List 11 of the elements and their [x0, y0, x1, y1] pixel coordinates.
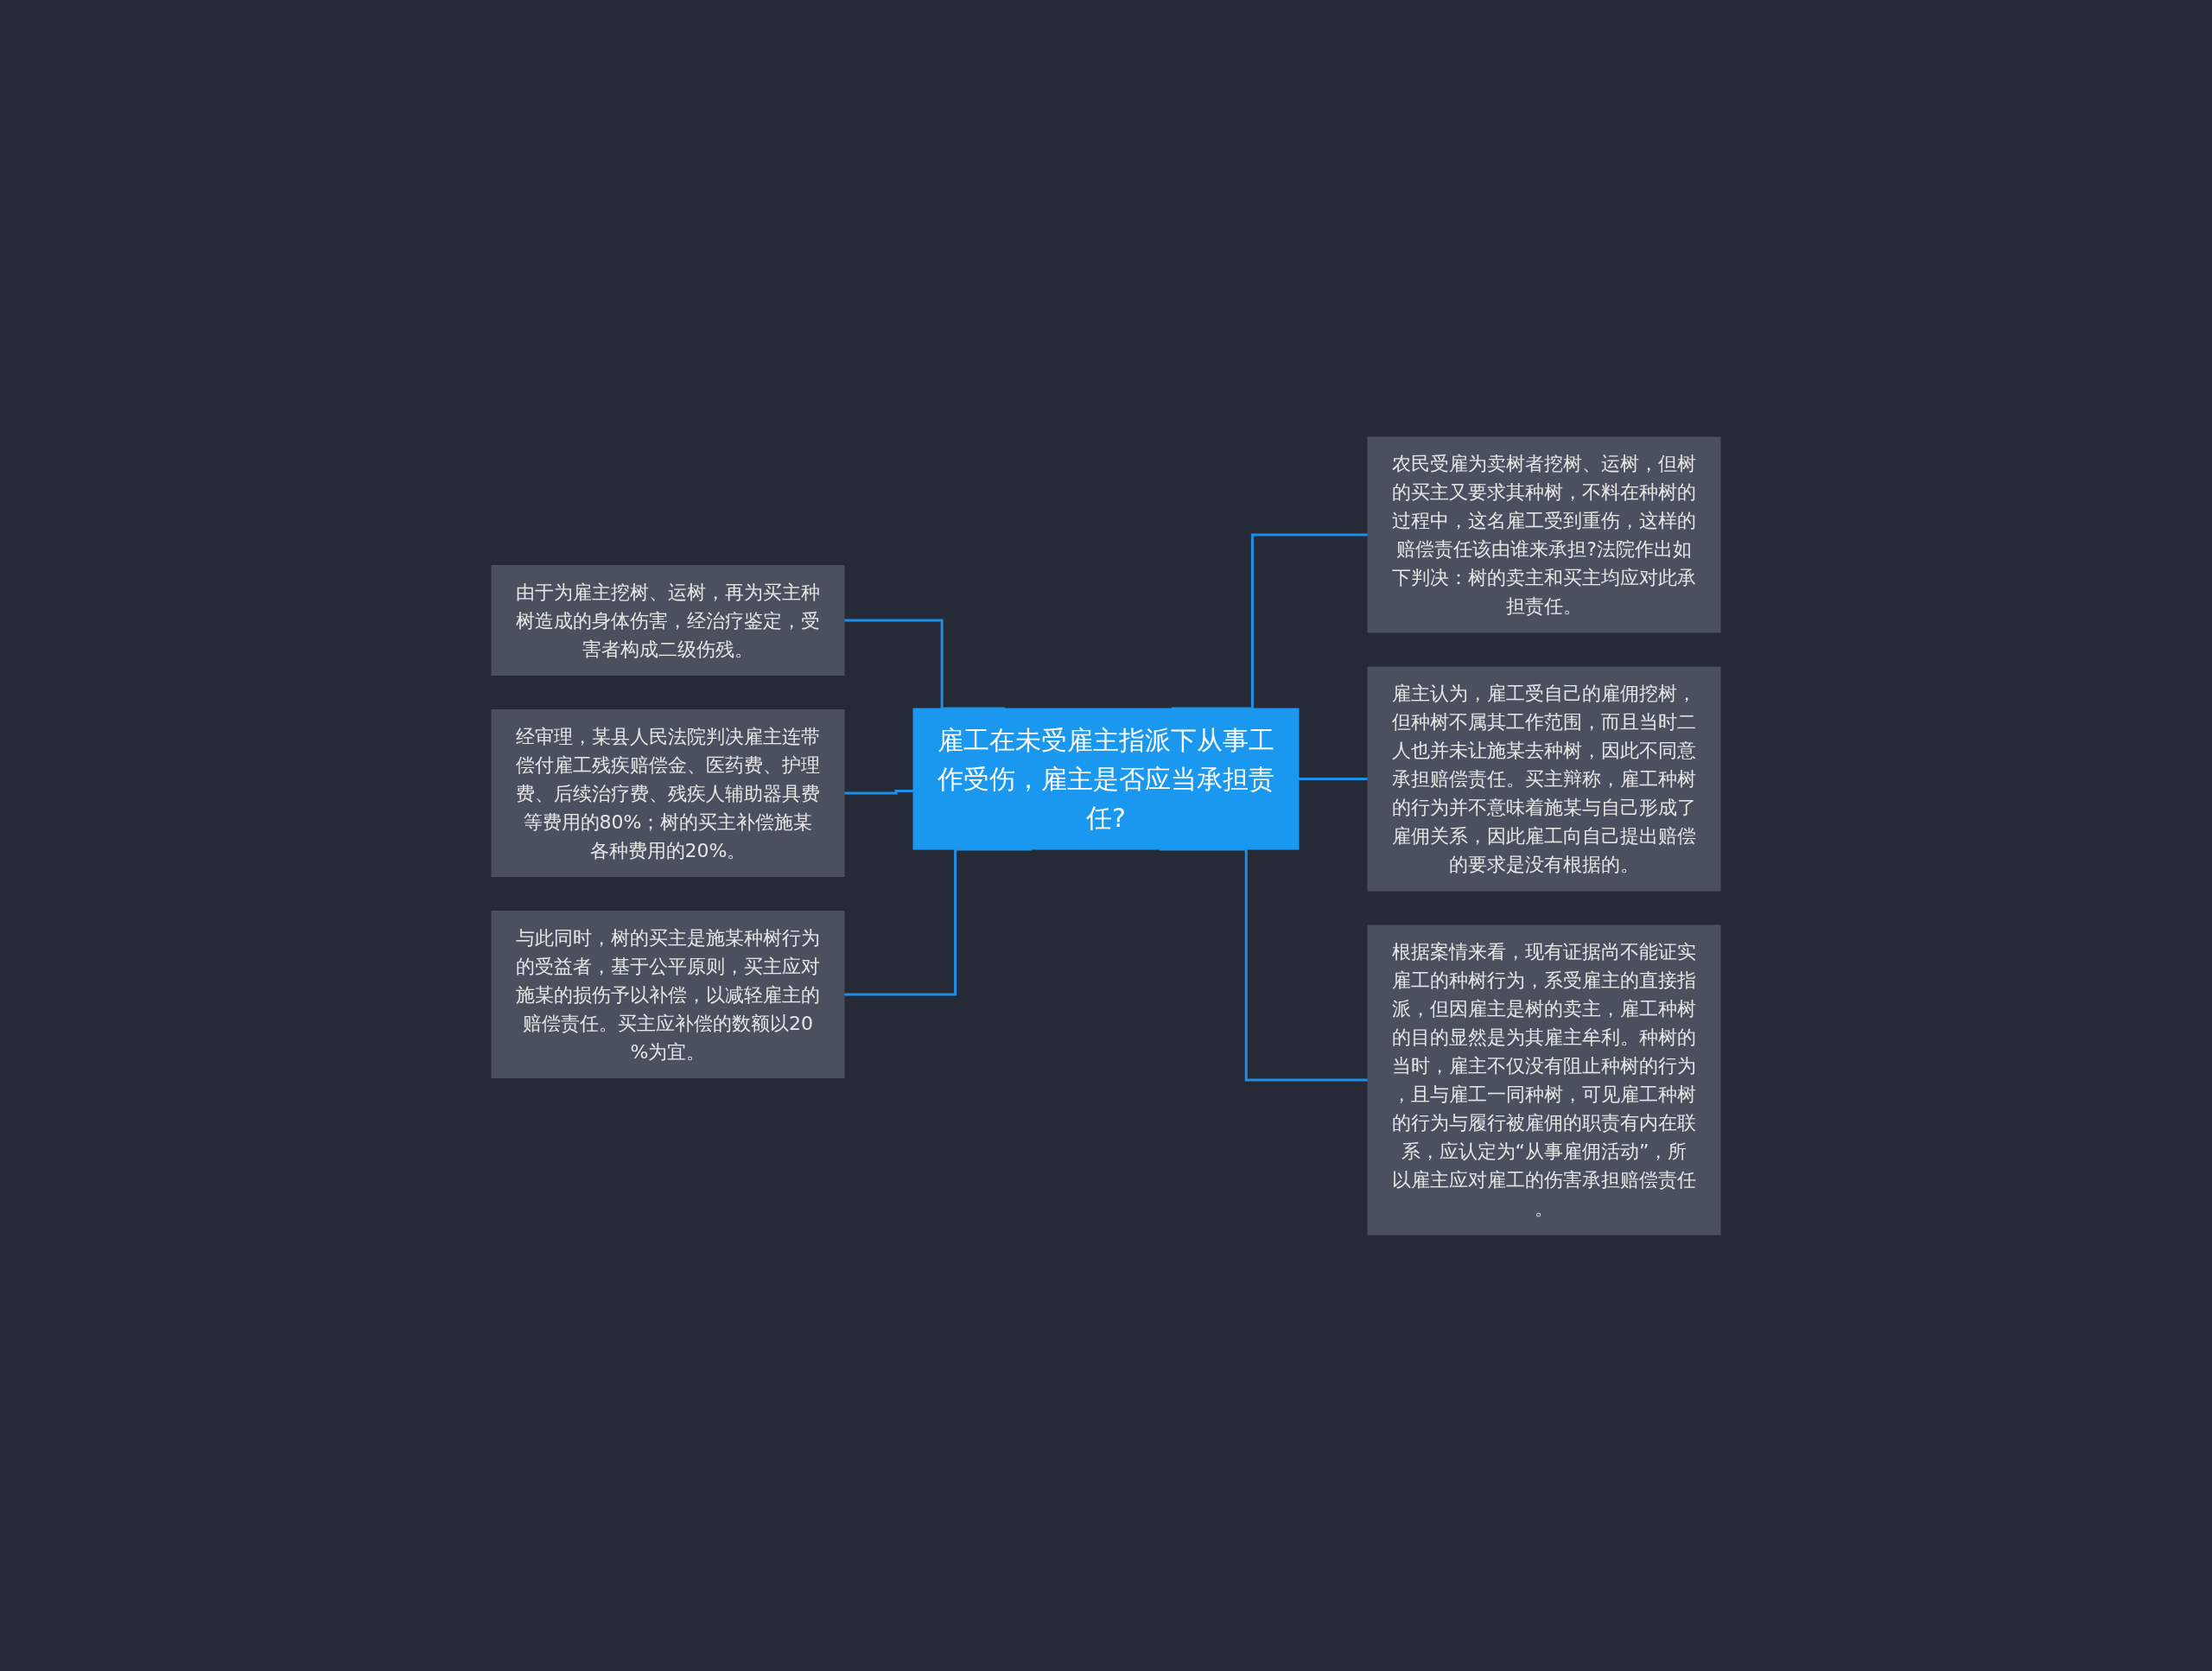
node-box: 经审理，某县人民法院判决雇主连带偿付雇工残疾赔偿金、医药费、护理费、后续治疗费、残疾人辅助器具费等费用的80%；树的买主补偿施某各种费用的20%。 [491, 708, 845, 877]
node-box: 雇主认为，雇工受自己的雇佣挖树，但种树不属其工作范围，而且当时二人也并未让施某去种树，因此不同意承担赔偿责任。买主辩称，雇工种树的行为并不意味着施某与自己形成了雇佣关系，因此雇工向自己提出赔偿的要求是没有根据的。 [1367, 666, 1721, 891]
node-box: 根据案情来看，现有证据尚不能证实雇工的种树行为，系受雇主的直接指派，但因雇主是树的卖主，雇工种树的目的显然是为其雇主牟利。种树的当时，雇主不仅没有阻止种树的行为，且与雇工一同种树，可见雇工种树的行为与履行被雇佣的职责有内在联系，应认定为“从事雇佣活动”，所以雇主应对雇工的伤害承担赔偿责任。 [1367, 924, 1721, 1235]
node-box: 农民受雇为卖树者挖树、运树，但树的买主又要求其种树，不料在种树的过程中，这名雇工受到重伤，这样的赔偿责任该由谁来承担?法院作出如下判决：树的卖主和买主均应对此承担责任。 [1367, 436, 1721, 632]
connector [1299, 777, 1368, 780]
connector [844, 848, 1033, 995]
connector [1159, 848, 1368, 1081]
node-box: 与此同时，树的买主是施某种树行为的受益者，基于公平原则，买主应对施某的损伤予以补偿，以减轻雇主的赔偿责任。买主应补偿的数额以20%为宜。 [491, 910, 845, 1078]
connector [844, 789, 913, 794]
node-box: 雇工在未受雇主指派下从事工作受伤，雇主是否应当承担责任? [912, 708, 1300, 849]
node-box: 由于为雇主挖树、运树，再为买主种树造成的身体伤害，经治疗鉴定，受害者构成二级伤残。 [491, 564, 845, 676]
